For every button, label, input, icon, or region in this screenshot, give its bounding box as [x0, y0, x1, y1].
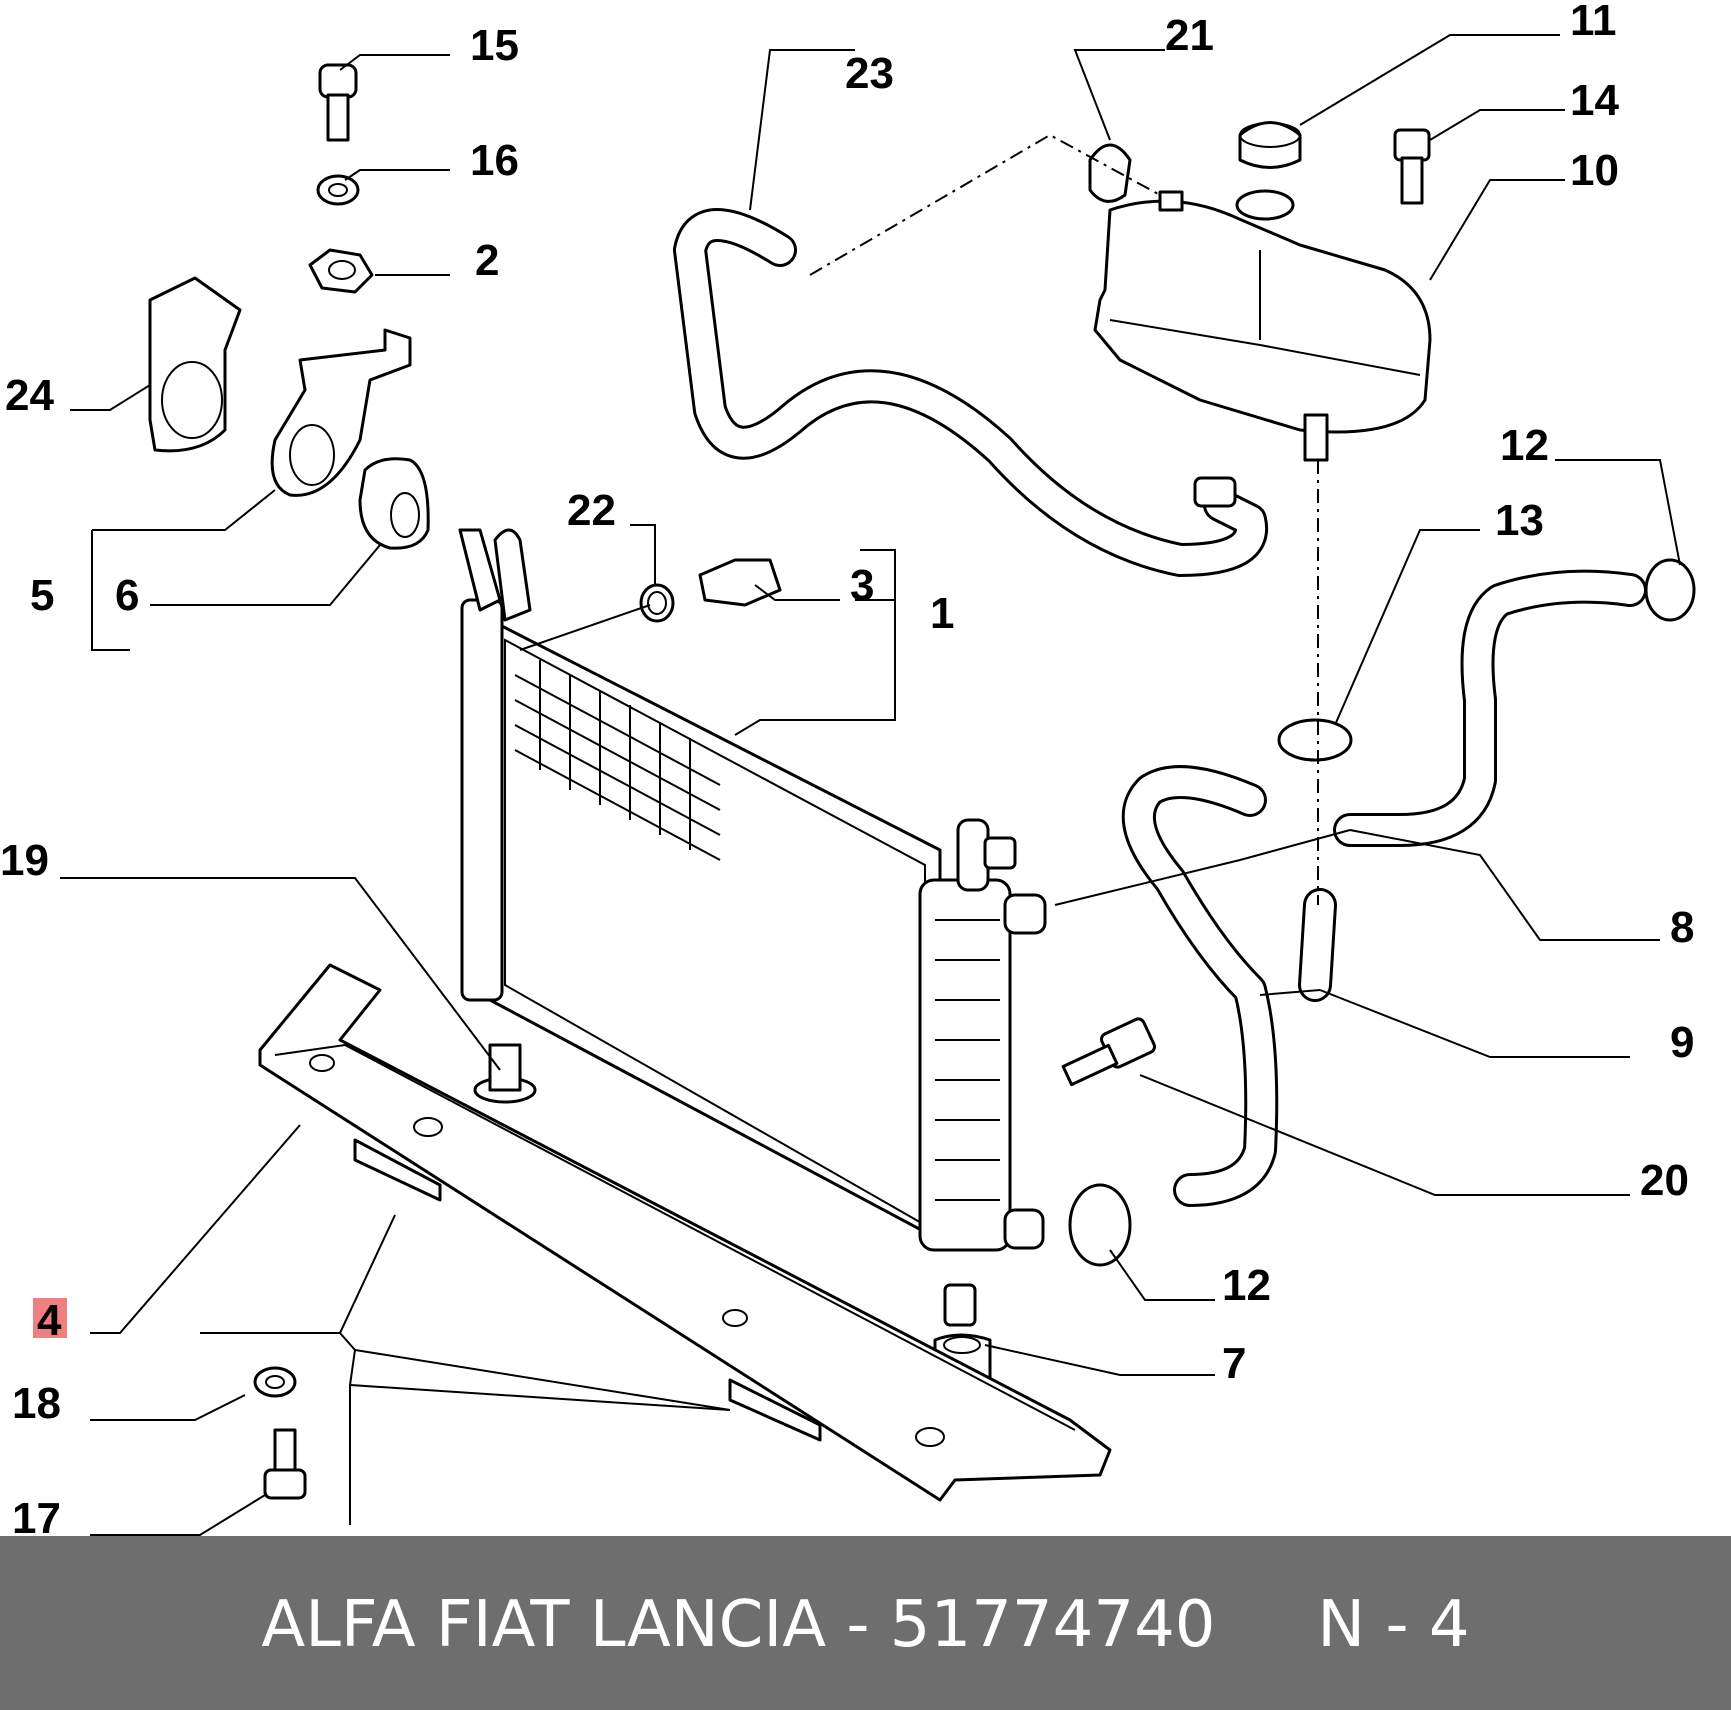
part-caption: ALFA FIAT LANCIA - 51774740 N - 4	[261, 1588, 1470, 1662]
screw-14	[1393, 128, 1431, 205]
leader-lines	[60, 34, 1681, 1536]
rubber-6	[358, 457, 430, 550]
bolt-19	[473, 1043, 537, 1104]
callout-5: 5	[30, 571, 54, 620]
oring-22	[639, 583, 675, 623]
callout-2: 2	[475, 236, 499, 285]
bracket-24	[148, 276, 242, 453]
callout-18: 18	[12, 1379, 61, 1428]
callout-20: 20	[1640, 1156, 1689, 1205]
callout-7: 7	[1222, 1339, 1246, 1388]
bolt-20	[1061, 1017, 1156, 1087]
highlight-box	[33, 1298, 67, 1338]
bolt-17	[263, 1428, 307, 1500]
callouts: 15 16 2 24 5 6 23 21 11 14 10 12 13 22 3…	[0, 0, 1694, 1536]
callout-9: 9	[1670, 1018, 1694, 1067]
clamp-12-lower	[1068, 1183, 1132, 1267]
radiator	[458, 528, 1047, 1392]
callout-11: 11	[1570, 0, 1617, 45]
nut-2	[308, 248, 374, 294]
expansion-tank	[1093, 189, 1432, 462]
callout-10: 10	[1570, 146, 1619, 195]
cross-member	[258, 963, 1112, 1502]
clamp-12-upper	[1644, 558, 1696, 622]
callout-24: 24	[5, 371, 54, 420]
guide-lines	[809, 133, 1319, 905]
washer-16	[316, 174, 360, 206]
support-5	[270, 328, 412, 497]
callout-6: 6	[115, 571, 139, 620]
washer-18	[253, 1366, 297, 1398]
callout-16: 16	[470, 136, 519, 185]
callout-14: 14	[1570, 76, 1619, 125]
callout-22: 22	[567, 486, 616, 535]
callout-4: 4	[37, 1296, 62, 1345]
filler-cap	[1238, 121, 1302, 169]
callout-3: 3	[850, 561, 874, 610]
sensor-3	[698, 558, 782, 607]
callout-12-bottom: 12	[1222, 1261, 1271, 1310]
callout-8: 8	[1670, 903, 1694, 952]
callout-1: 1	[930, 589, 954, 638]
clamp-13	[1277, 718, 1353, 762]
callout-15: 15	[470, 21, 519, 70]
lower-hoses	[1121, 569, 1647, 1207]
bolt-15	[318, 63, 358, 142]
caption-bar: ALFA FIAT LANCIA - 51774740 N - 4	[0, 1536, 1731, 1710]
clamp-21	[1088, 143, 1132, 203]
callout-23: 23	[845, 49, 894, 98]
parts-diagram: 15 16 2 24 5 6 23 21 11 14 10 12 13 22 3…	[0, 0, 1696, 1536]
upper-hose	[673, 208, 1269, 577]
callout-17: 17	[12, 1494, 61, 1536]
callout-21: 21	[1165, 11, 1214, 60]
callout-12-top: 12	[1500, 421, 1549, 470]
callout-13: 13	[1495, 496, 1544, 545]
callout-19: 19	[0, 836, 49, 885]
